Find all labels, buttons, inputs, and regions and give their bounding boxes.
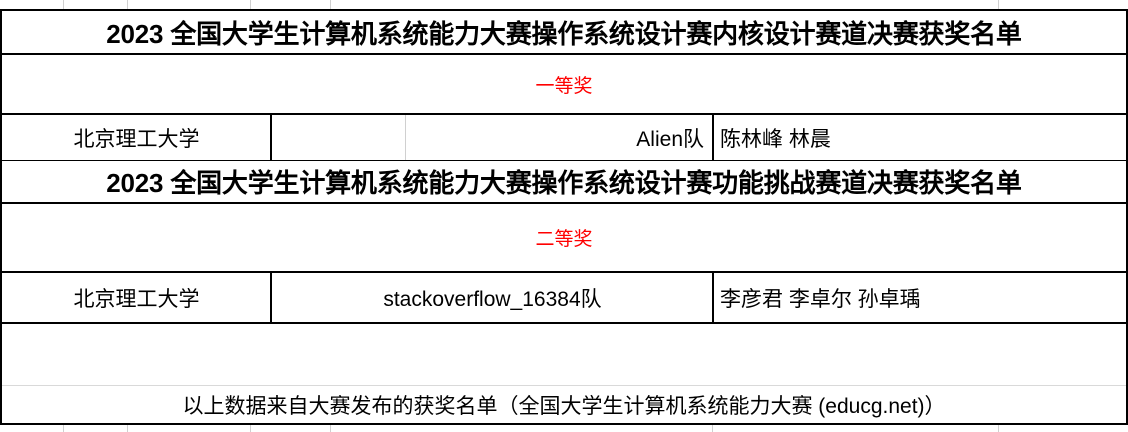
grid-line <box>330 0 331 9</box>
border-top <box>0 9 1128 11</box>
border-title1-bottom <box>0 53 1128 55</box>
table-row-2-team: stackoverflow_16384队 <box>273 273 712 322</box>
border-footer-bottom <box>0 423 1128 425</box>
grid-line <box>127 0 128 9</box>
border-right-edge <box>1126 9 1128 423</box>
row1-divider-school-blank <box>270 113 272 160</box>
section-title-2: 2023 全国大学生计算机系统能力大赛操作系统设计赛功能挑战赛道决赛获奖名单 <box>2 161 1126 202</box>
row1-divider-blank-team <box>405 115 406 160</box>
award-label-1: 一等奖 <box>2 55 1126 113</box>
footer-note: 以上数据来自大赛发布的获奖名单（全国大学生计算机系统能力大赛 (educg.ne… <box>2 386 1126 423</box>
row2-divider-school-team <box>270 271 272 322</box>
table-row-1-team: Alien队 <box>406 115 712 160</box>
border-left-edge <box>0 9 2 423</box>
row2-divider-team-members <box>712 271 714 322</box>
section-title-1: 2023 全国大学生计算机系统能力大赛操作系统设计赛内核设计赛道决赛获奖名单 <box>2 11 1126 53</box>
border-title2-bottom <box>0 202 1128 204</box>
border-award1-bottom <box>0 113 1128 115</box>
border-row2-bottom <box>0 322 1128 324</box>
grid-line <box>712 425 713 432</box>
grid-line <box>250 425 251 432</box>
grid-line <box>63 0 64 9</box>
grid-line <box>127 425 128 432</box>
table-row-2-members: 李彦君 李卓尔 孙卓瑀 <box>714 273 1126 322</box>
table-row-1-members: 陈林峰 林晨 <box>714 115 1126 160</box>
table-row-1-blank <box>273 115 405 160</box>
border-gap-bottom <box>0 385 1128 386</box>
award-label-2: 二等奖 <box>2 204 1126 271</box>
grid-line <box>330 425 331 432</box>
table-row-1-school: 北京理工大学 <box>2 115 271 160</box>
border-award2-bottom <box>0 271 1128 273</box>
row1-divider-team-members <box>712 113 714 160</box>
table-row-2-school: 北京理工大学 <box>2 273 271 322</box>
grid-line <box>250 0 251 9</box>
bottom-grid-sliver <box>0 425 1128 432</box>
grid-line <box>998 0 999 9</box>
top-grid-sliver <box>0 0 1128 9</box>
grid-line <box>63 425 64 432</box>
grid-line <box>998 425 999 432</box>
